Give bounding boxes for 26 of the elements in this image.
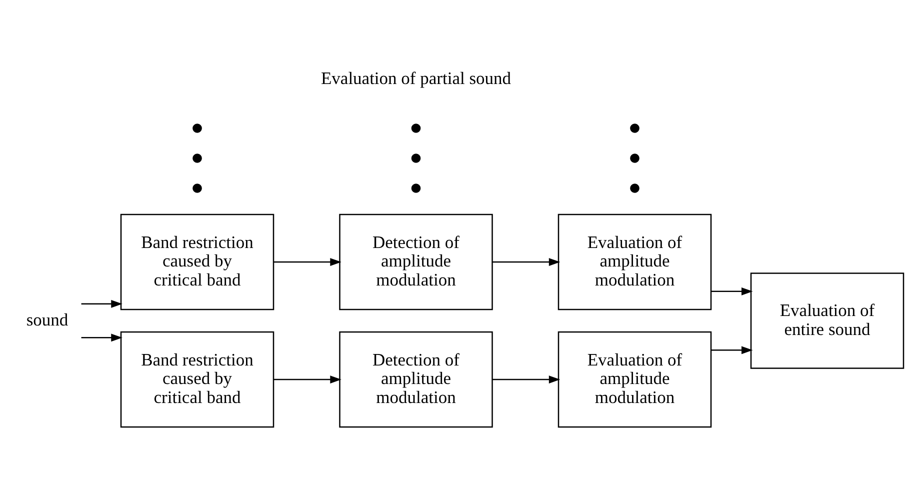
arrow [711, 346, 753, 354]
node-box: Band restriction caused by critical band [120, 213, 274, 310]
label: Evaluation of partial sound [320, 68, 512, 88]
arrow [274, 258, 342, 266]
arrow [492, 375, 560, 383]
node-circle [630, 183, 640, 192]
arrow [81, 299, 122, 308]
node-box: Evaluation of entire sound [750, 272, 904, 368]
node-text: sound [26, 308, 68, 329]
arrow [492, 258, 560, 266]
node-box: Band restriction caused by critical band [120, 330, 274, 428]
node-box: Detection of amplitude modulation [339, 330, 493, 428]
node-circle [192, 123, 202, 132]
node-circle [630, 153, 640, 162]
node-circle [630, 123, 640, 132]
arrow [711, 286, 753, 295]
arrow [81, 333, 122, 342]
node-box: Detection of amplitude modulation [339, 213, 493, 310]
node-circle [192, 153, 202, 162]
arrow [274, 375, 342, 383]
node-circle [411, 183, 421, 192]
node-circle [411, 153, 421, 162]
node-circle [192, 183, 202, 192]
node-box: Evaluation of amplitude modulation [558, 330, 712, 428]
node-circle [411, 123, 421, 132]
node-box: Evaluation of amplitude modulation [558, 213, 712, 310]
